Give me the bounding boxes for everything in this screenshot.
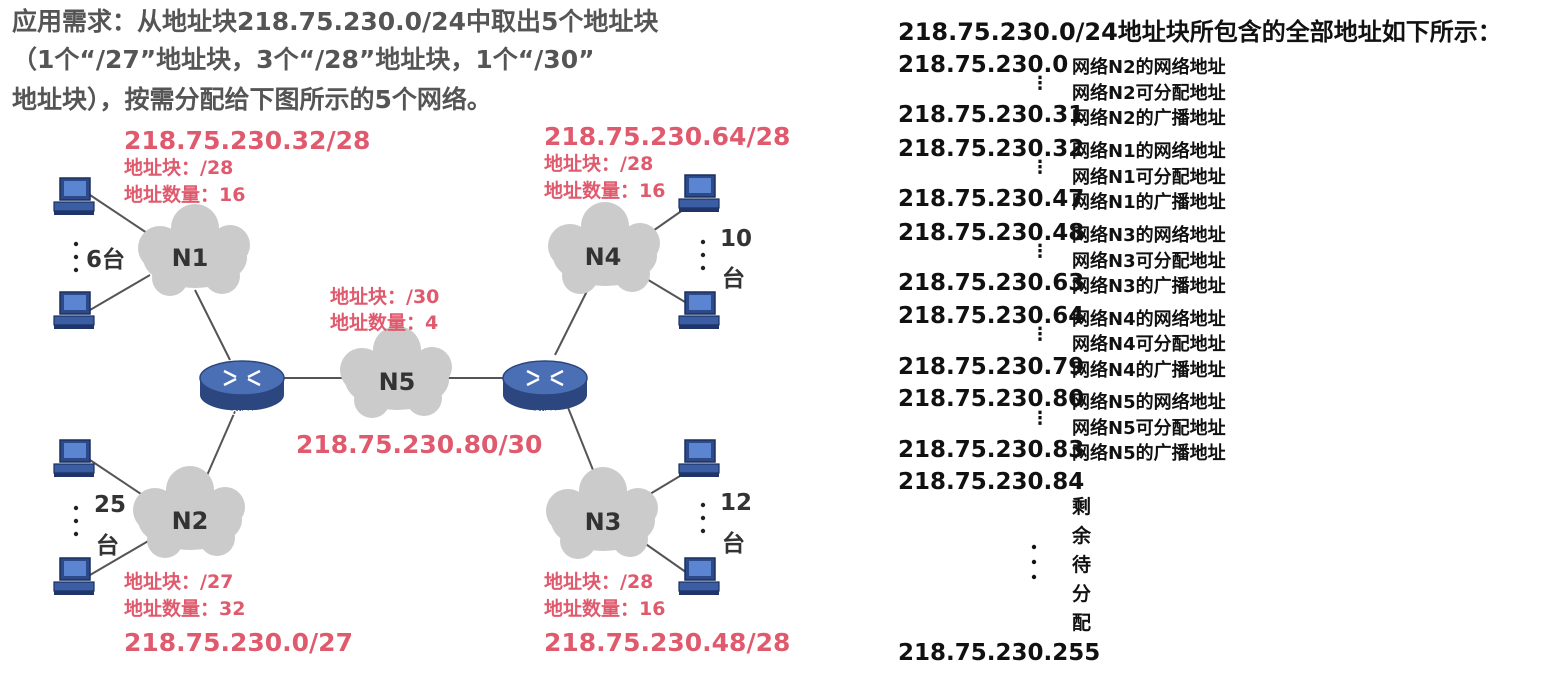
group-4-usable: 网络N5可分配地址 <box>1072 418 1226 439</box>
n4-count: 地址数量：16 <box>544 180 666 202</box>
group-3-start: 218.75.230.64 <box>898 303 1085 329</box>
network-n1-label: N1 <box>172 244 209 272</box>
n5-prefix: 地址块：/30 <box>330 286 440 308</box>
n3-count: 地址数量：16 <box>544 598 666 620</box>
cloud-n1 <box>138 204 250 296</box>
group-3-end: 218.75.230.79 <box>898 354 1085 380</box>
remaining-start: 218.75.230.84 <box>898 469 1085 495</box>
n4-hosts-num: 10 <box>720 226 753 252</box>
n3-block: 218.75.230.48/28 <box>544 628 791 657</box>
n2-prefix: 地址块：/27 <box>124 571 234 593</box>
address-list-title: 218.75.230.0/24地址块所包含的全部地址如下所示： <box>898 18 1502 46</box>
group-0-usable: 网络N2可分配地址 <box>1072 83 1226 104</box>
group-4-dots: ⋮ <box>1031 408 1049 429</box>
n1-block: 218.75.230.32/28 <box>124 126 371 155</box>
group-4-net: 网络N5的网络地址 <box>1072 392 1226 413</box>
group-4-broadcast: 网络N5的广播地址 <box>1072 443 1226 464</box>
group-2-net: 网络N3的网络地址 <box>1072 225 1226 246</box>
remaining-dots <box>1031 544 1037 580</box>
last-address: 218.75.230.255 <box>898 640 1101 666</box>
n4-hosts-unit: 台 <box>722 266 745 292</box>
group-1-usable: 网络N1可分配地址 <box>1072 167 1226 188</box>
group-2-usable: 网络N3可分配地址 <box>1072 251 1226 272</box>
router-right <box>502 360 588 411</box>
group-0-dots: ⋮ <box>1031 73 1049 94</box>
group-1-end: 218.75.230.47 <box>898 186 1085 212</box>
n1-prefix: 地址块：/28 <box>124 157 234 179</box>
remaining-char-4: 分 <box>1072 583 1092 605</box>
network-n2-label: N2 <box>172 507 209 535</box>
cloud-n4 <box>548 202 660 294</box>
group-0-end: 218.75.230.31 <box>898 102 1085 128</box>
n2-block: 218.75.230.0/27 <box>124 628 353 657</box>
group-1-net: 网络N1的网络地址 <box>1072 141 1226 162</box>
network-n4-label: N4 <box>585 243 622 271</box>
n2-count: 地址数量：32 <box>124 598 246 620</box>
group-3-dots: ⋮ <box>1031 324 1049 345</box>
group-0-net: 网络N2的网络地址 <box>1072 57 1226 78</box>
group-3-broadcast: 网络N4的广播地址 <box>1072 360 1226 381</box>
n4-block: 218.75.230.64/28 <box>544 122 791 151</box>
n3-hosts-num: 12 <box>720 490 753 516</box>
group-2-start: 218.75.230.48 <box>898 220 1085 246</box>
n1-count: 地址数量：16 <box>124 184 246 206</box>
network-diagram: ROUTER ROUTER N1 N2 N5 N4 N3 <box>53 174 720 596</box>
n2-hosts-num: 25 <box>94 492 127 518</box>
router-left <box>199 360 285 411</box>
group-2-end: 218.75.230.63 <box>898 270 1085 296</box>
network-n3-label: N3 <box>585 508 622 536</box>
n5-count: 地址数量：4 <box>330 312 439 334</box>
n1-hosts: 6台 <box>86 247 126 273</box>
n2-hosts-unit: 台 <box>96 533 119 559</box>
group-4-start: 218.75.230.80 <box>898 386 1085 412</box>
n4-prefix: 地址块：/28 <box>544 153 654 175</box>
group-2-dots: ⋮ <box>1031 241 1049 262</box>
remaining-char-1: 剩 <box>1072 496 1092 518</box>
n3-hosts-unit: 台 <box>722 531 745 557</box>
group-0-broadcast: 网络N2的广播地址 <box>1072 108 1226 129</box>
requirement-line-3: 地址块），按需分配给下图所示的5个网络。 <box>12 85 492 114</box>
group-3-net: 网络N4的网络地址 <box>1072 309 1226 330</box>
group-1-start: 218.75.230.32 <box>898 136 1085 162</box>
cloud-n3 <box>546 467 658 559</box>
group-0-start: 218.75.230.0 <box>898 52 1069 78</box>
router-right-label: ROUTER <box>529 409 562 417</box>
group-3-usable: 网络N4可分配地址 <box>1072 334 1226 355</box>
remaining-char-5: 配 <box>1072 612 1092 634</box>
router-icon <box>223 369 261 387</box>
cloud-n5 <box>340 326 452 418</box>
cloud-icon <box>133 202 660 559</box>
remaining-char-2: 余 <box>1072 525 1092 547</box>
router-left-label: ROUTER <box>226 409 259 417</box>
requirement-line-2: （1个“/27”地址块，3个“/28”地址块，1个“/30” <box>12 45 595 74</box>
remaining-char-3: 待 <box>1072 554 1092 576</box>
host-dots <box>73 239 706 537</box>
requirement-line-1: 应用需求：从地址块218.75.230.0/24中取出5个地址块 <box>12 7 659 36</box>
n5-block: 218.75.230.80/30 <box>296 430 543 459</box>
cloud-n2 <box>133 466 245 558</box>
group-4-end: 218.75.230.83 <box>898 437 1085 463</box>
network-n5-label: N5 <box>379 368 416 396</box>
group-1-dots: ⋮ <box>1031 157 1049 178</box>
router-icon <box>526 369 564 387</box>
n3-prefix: 地址块：/28 <box>544 571 654 593</box>
group-1-broadcast: 网络N1的广播地址 <box>1072 192 1226 213</box>
group-2-broadcast: 网络N3的广播地址 <box>1072 276 1226 297</box>
